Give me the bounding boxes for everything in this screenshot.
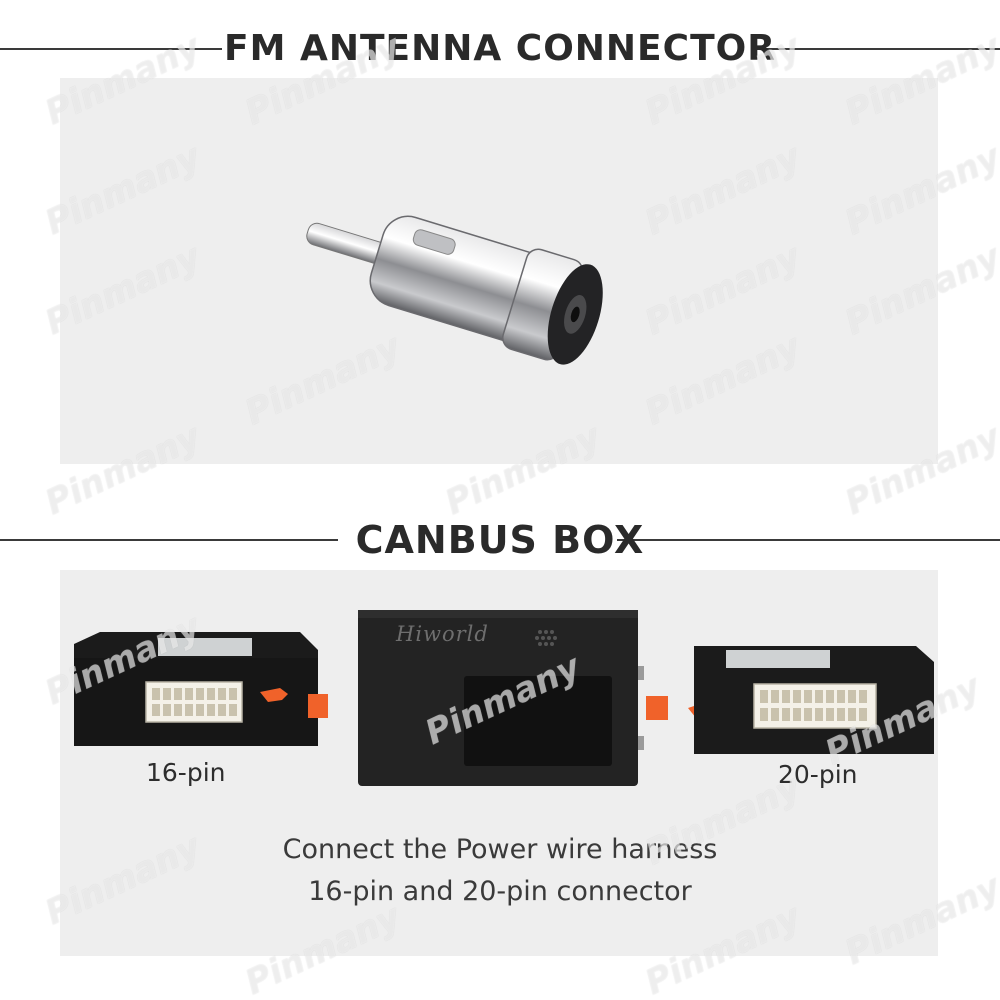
label-20pin: 20-pin	[778, 760, 858, 789]
header-rule-right	[756, 48, 1000, 50]
label-16pin: 16-pin	[146, 758, 226, 787]
header-rule-left	[0, 539, 338, 541]
antenna-image-panel	[60, 78, 938, 464]
canbus-caption-line2: 16-pin and 20-pin connector	[308, 876, 692, 907]
antenna-section-header: FM ANTENNA CONNECTOR	[0, 24, 1000, 74]
canbus-section-header: CANBUS BOX	[0, 515, 1000, 565]
antenna-section-title: FM ANTENNA CONNECTOR	[224, 28, 776, 69]
canbus-section-title: CANBUS BOX	[355, 518, 645, 562]
header-rule-right	[617, 539, 1000, 541]
canbus-box-image	[358, 610, 644, 786]
header-rule-left	[0, 48, 222, 50]
connector-20pin-image	[646, 646, 934, 754]
canbus-image-panel: 16-pin Hiworld	[60, 570, 938, 956]
fm-antenna-plug-image	[306, 215, 603, 365]
canbus-brand-logo: Hiworld	[396, 622, 489, 646]
canbus-caption-line1: Connect the Power wire harness	[282, 834, 718, 865]
connector-16pin-image	[74, 632, 328, 746]
